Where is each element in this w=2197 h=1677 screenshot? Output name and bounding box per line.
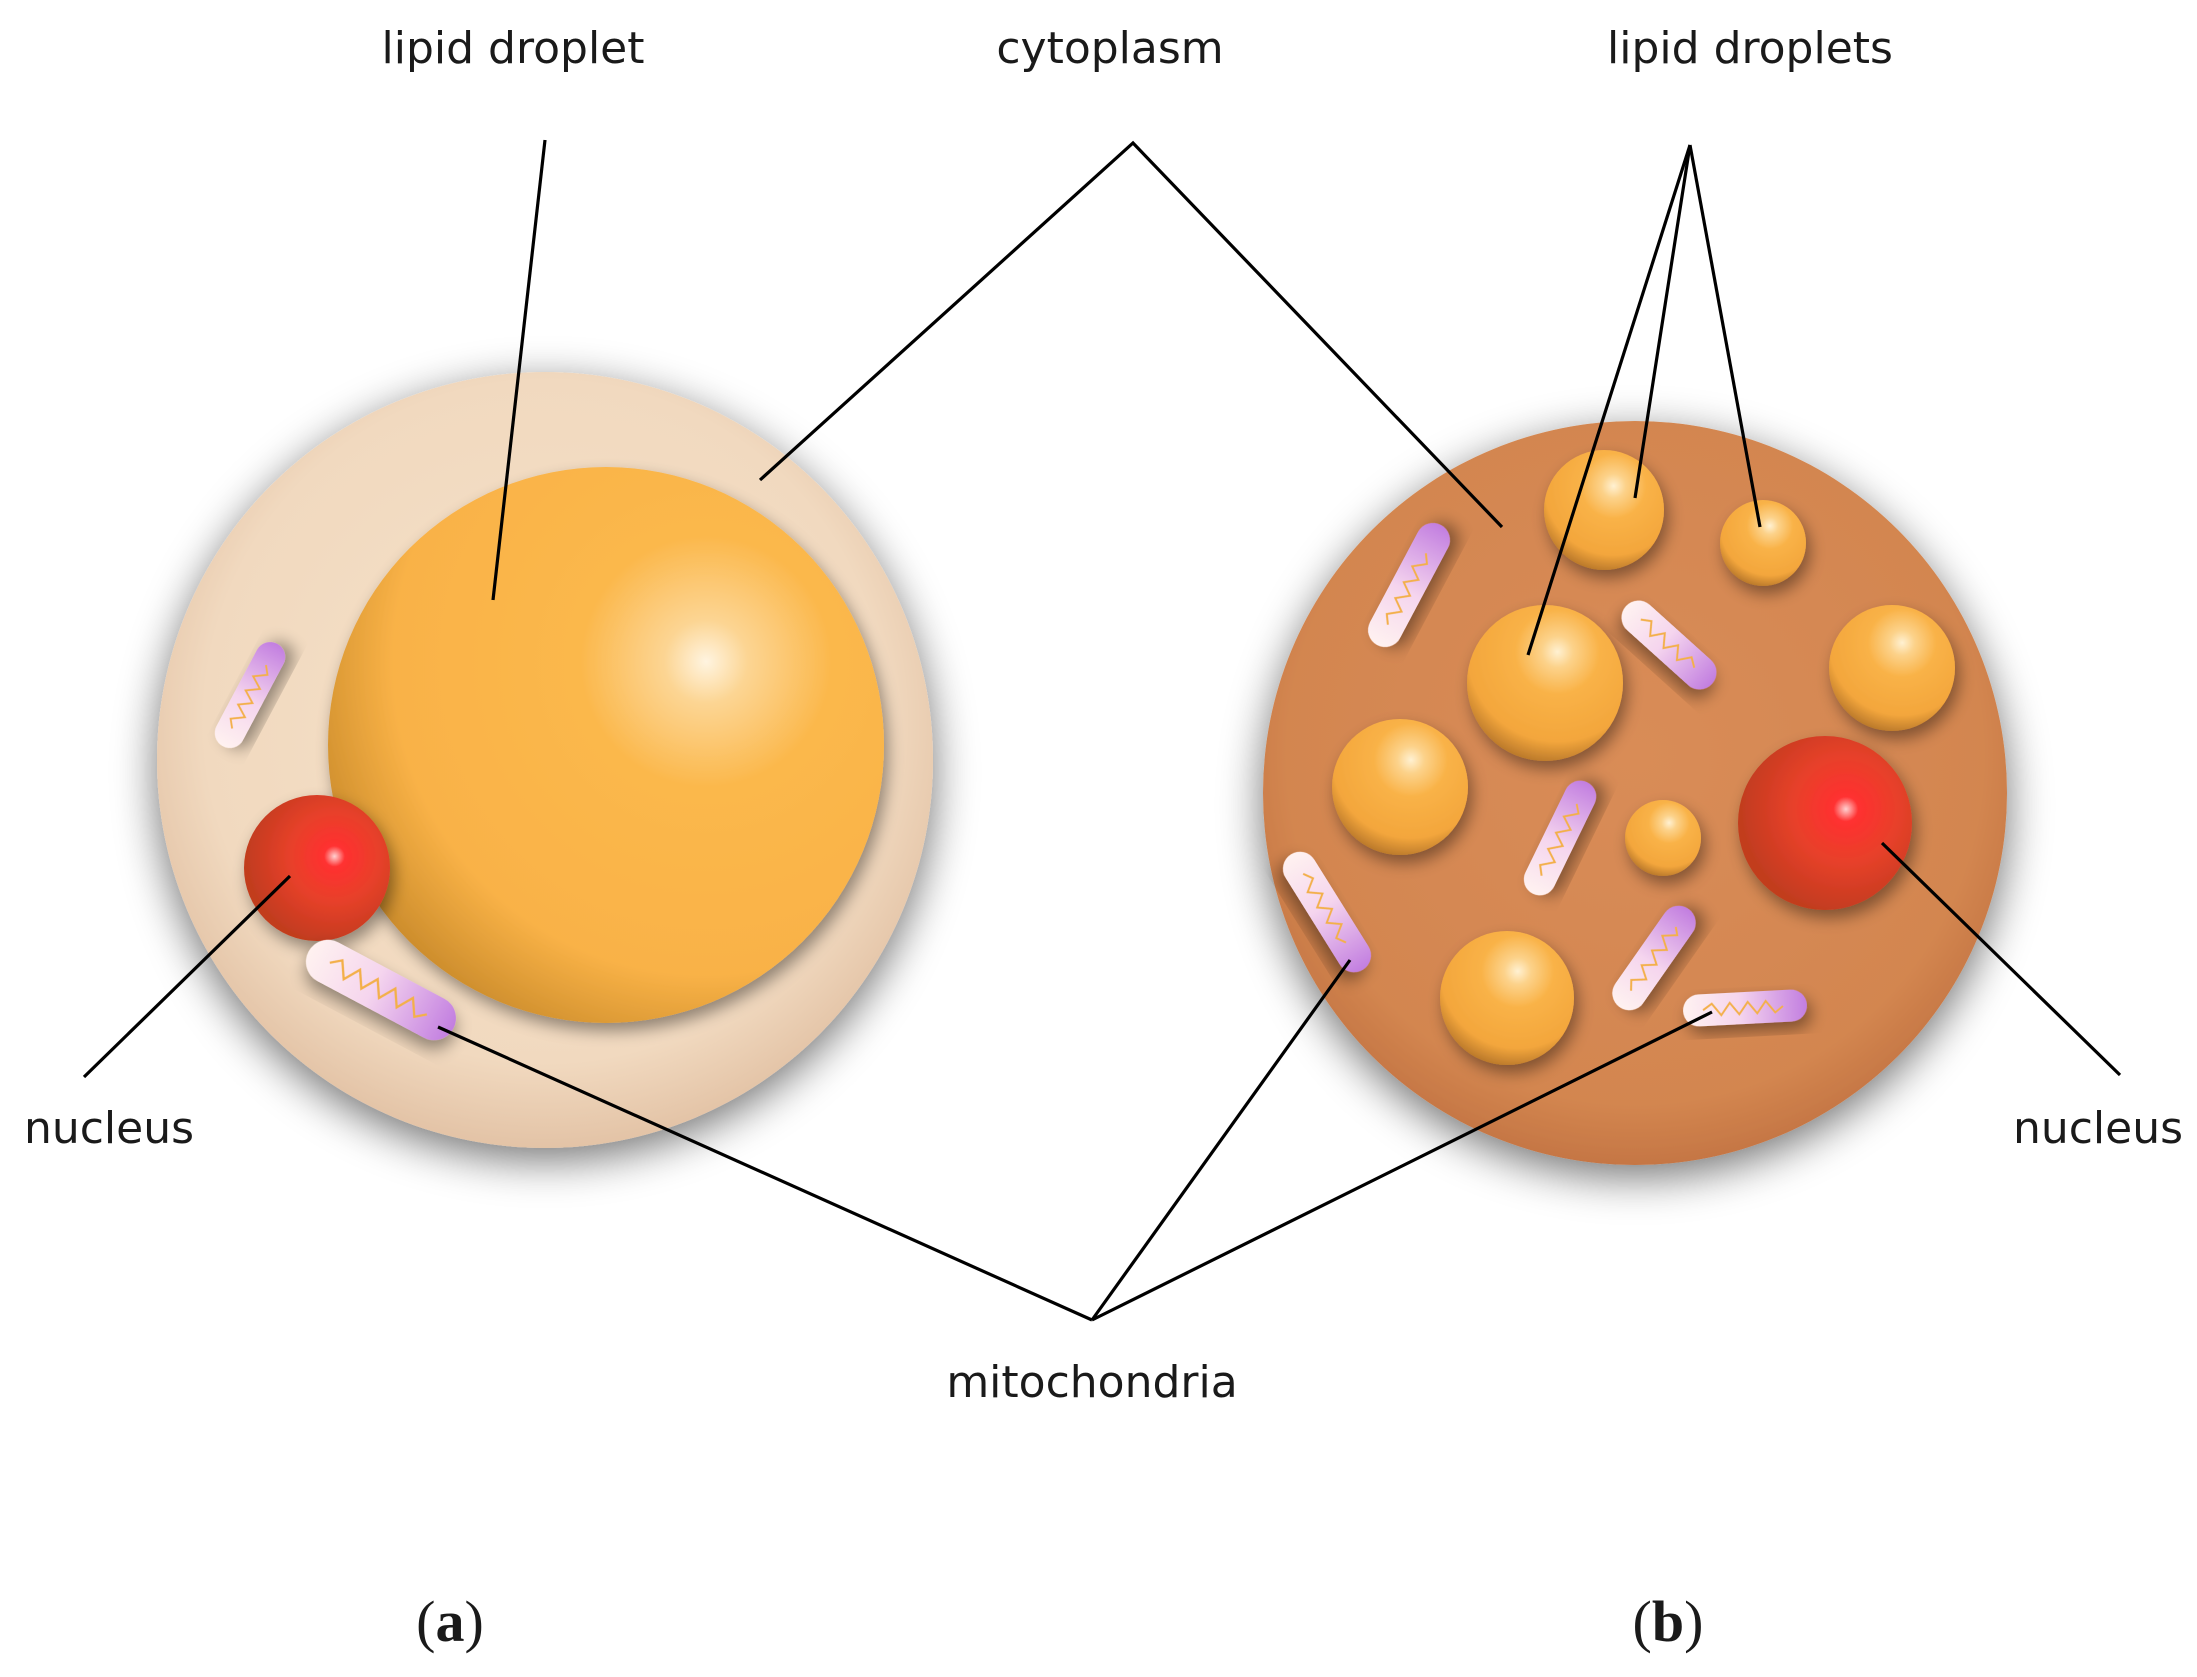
label-nucleus-left: nucleus bbox=[24, 1103, 194, 1154]
mitochondrion bbox=[1683, 989, 1807, 1027]
mitochondrion bbox=[1368, 522, 1450, 648]
lipid-droplet-small bbox=[1544, 450, 1664, 570]
mitochondrion bbox=[1282, 851, 1372, 973]
mitochondrion bbox=[1621, 600, 1717, 690]
leader-line-lipid-droplets bbox=[1688, 144, 1762, 528]
mitochondrion bbox=[1612, 905, 1696, 1011]
nucleus-b bbox=[1738, 736, 1912, 910]
label-lipid-droplet: lipid droplet bbox=[382, 23, 645, 74]
label-mitochondria: mitochondria bbox=[946, 1357, 1237, 1408]
label-nucleus-right: nucleus bbox=[2013, 1103, 2183, 1154]
lipid-droplet-small bbox=[1720, 500, 1806, 586]
cell-b bbox=[1263, 421, 2007, 1165]
mitochondrion bbox=[306, 939, 456, 1041]
leader-line-mitochondria bbox=[1091, 1010, 1713, 1322]
leader-lines bbox=[82, 139, 2122, 1322]
mitochondrion bbox=[1523, 780, 1597, 896]
lipid-droplet-small bbox=[1467, 605, 1623, 761]
leader-line-mitochondria bbox=[437, 1025, 1093, 1322]
cell-a bbox=[157, 372, 933, 1148]
lipid-droplet-large bbox=[328, 467, 884, 1023]
lipid-droplet-small bbox=[1332, 719, 1468, 855]
leader-line-lipid-droplet bbox=[491, 139, 547, 601]
leader-line-lipid-droplets bbox=[1633, 144, 1692, 499]
lipid-droplet-small bbox=[1440, 931, 1574, 1065]
leader-line-mitochondria bbox=[1090, 959, 1352, 1321]
leader-line-lipid-droplets bbox=[1526, 144, 1692, 656]
panel-label-a: (a) bbox=[416, 1589, 484, 1654]
nucleus-a bbox=[244, 795, 390, 941]
leader-line-nucleus-left bbox=[82, 874, 292, 1079]
lipid-droplet-small bbox=[1829, 605, 1955, 731]
lipid-droplet-small bbox=[1625, 800, 1701, 876]
label-lipid-droplets: lipid droplets bbox=[1607, 23, 1893, 74]
leader-line-cytoplasm bbox=[758, 140, 1504, 529]
leader-line-nucleus-right bbox=[1880, 841, 2122, 1077]
label-cytoplasm: cytoplasm bbox=[996, 23, 1223, 74]
panel-label-b: (b) bbox=[1633, 1589, 1704, 1654]
mitochondrion bbox=[214, 642, 286, 748]
